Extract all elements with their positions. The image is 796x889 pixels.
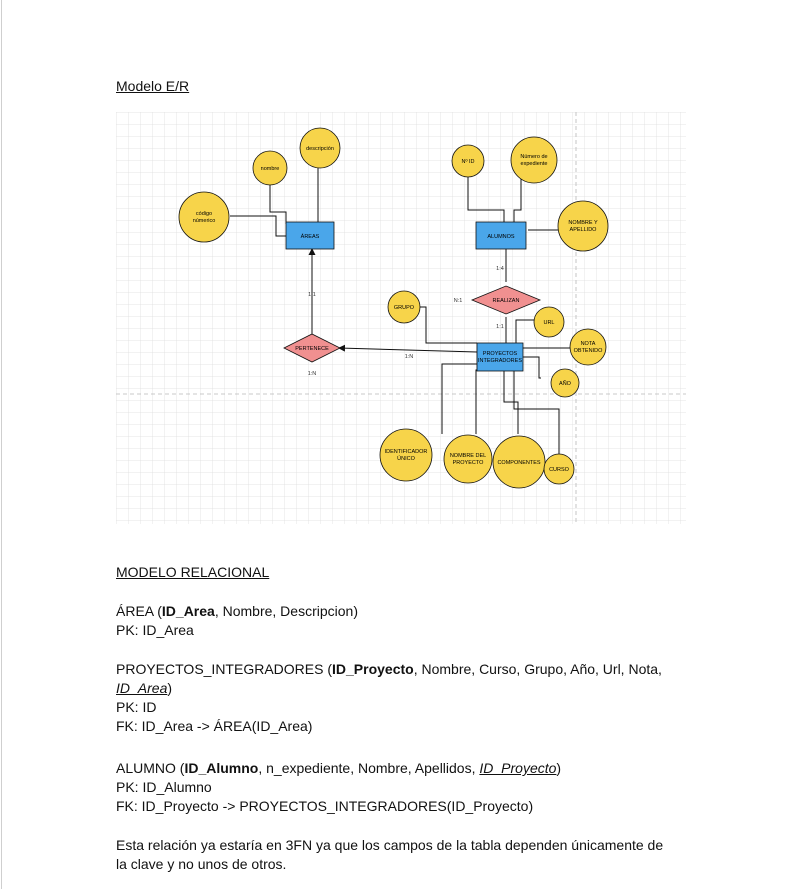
svg-text:AÑO: AÑO <box>559 380 572 387</box>
table-area: ÁREA (ID_Area, Nombre, Descripcion) PK: … <box>116 602 358 640</box>
attr-codigo: código númerico <box>178 191 230 243</box>
table-proyectos-pk: PK: ID <box>116 699 157 715</box>
svg-text:ALUMNOS: ALUMNOS <box>487 234 515 240</box>
attr-nombre: nombre <box>252 150 288 186</box>
svg-text:Número de: Número de <box>520 154 547 160</box>
attr-componentes: COMPONENTES <box>492 435 546 489</box>
er-model-heading: Modelo E/R <box>116 78 190 94</box>
svg-text:NOMBRE Y: NOMBRE Y <box>568 220 598 226</box>
card-areas-pertenece: 1:1 <box>308 292 316 298</box>
svg-text:PROYECTOS: PROYECTOS <box>483 351 518 357</box>
attr-curso: CURSO <box>543 453 575 485</box>
fk-field: ID_Proyecto <box>479 760 557 776</box>
svg-text:IDENTIFICADOR: IDENTIFICADOR <box>385 449 428 455</box>
svg-text:PERTENECE: PERTENECE <box>295 346 329 352</box>
card-pertenece-below: 1:N <box>308 371 317 377</box>
svg-text:REALIZAN: REALIZAN <box>493 298 520 304</box>
table-area-definition: ÁREA (ID_Area, Nombre, Descripcion) <box>116 603 358 619</box>
attr-url: URL <box>533 306 565 338</box>
table-alumno-pk: PK: ID_Alumno <box>116 779 212 795</box>
svg-text:ÁREAS: ÁREAS <box>301 233 320 240</box>
table-alumno-definition: ALUMNO (ID_Alumno, n_expediente, Nombre,… <box>116 760 562 776</box>
card-realizan-left: N:1 <box>454 298 463 304</box>
table-proyectos-fk: FK: ID_Area -> ÁREA(ID_Area) <box>116 718 313 734</box>
card-alumnos-realizan: 1:4 <box>496 266 504 272</box>
entity-areas: ÁREAS <box>285 221 335 250</box>
svg-text:CURSO: CURSO <box>549 467 570 473</box>
svg-text:APELLIDO: APELLIDO <box>570 227 598 233</box>
svg-text:OBTENIDO: OBTENIDO <box>574 348 603 354</box>
svg-text:GRUPO: GRUPO <box>394 305 415 311</box>
svg-text:nombre: nombre <box>261 166 280 172</box>
fk-field: ID_Area <box>116 680 168 696</box>
relational-model-heading: MODELO RELACIONAL <box>116 564 270 580</box>
table-alumno-fk: FK: ID_Proyecto -> PROYECTOS_INTEGRADORE… <box>116 798 534 814</box>
attr-n-id: Nº ID <box>451 144 485 178</box>
attr-num-expediente: Número de expediente <box>510 136 558 184</box>
attr-nombre-apellido: NOMBRE Y APELLIDO <box>557 200 609 252</box>
table-area-pk: PK: ID_Area <box>116 622 194 638</box>
svg-text:ÚNICO: ÚNICO <box>397 455 415 462</box>
attr-nombre-proyecto: NOMBRE DEL PROYECTO <box>443 434 493 484</box>
rel-realizan: REALIZAN <box>470 285 542 315</box>
page-edge <box>1 0 2 889</box>
conclusion: Esta relación ya estaría en 3FN ya que l… <box>116 837 664 872</box>
svg-text:NOTA: NOTA <box>581 341 596 347</box>
attr-descripcion: descripción <box>299 127 341 169</box>
svg-text:código: código <box>196 211 212 217</box>
svg-text:expediente: expediente <box>521 161 548 167</box>
attr-grupo: GRUPO <box>387 290 421 324</box>
svg-text:URL: URL <box>543 320 554 326</box>
rel-pertenece: PERTENECE <box>283 333 341 363</box>
svg-text:Nº ID: Nº ID <box>461 158 474 165</box>
table-proyectos: PROYECTOS_INTEGRADORES (ID_Proyecto, Nom… <box>116 661 662 734</box>
attr-nota: NOTA OBTENIDO <box>569 328 607 366</box>
svg-text:númerico: númerico <box>193 218 216 224</box>
table-alumno: ALUMNO (ID_Alumno, n_expediente, Nombre,… <box>116 759 561 816</box>
attr-identificador: IDENTIFICADOR ÚNICO <box>379 428 433 482</box>
card-realizan-proyectos: 1:1 <box>496 324 504 330</box>
svg-text:INTEGRADORES: INTEGRADORES <box>478 358 522 364</box>
entity-alumnos: ALUMNOS <box>475 221 527 250</box>
table-proyectos-definition: PROYECTOS_INTEGRADORES (ID_Proyecto, Nom… <box>116 661 662 677</box>
entity-proyectos: PROYECTOS INTEGRADORES <box>476 342 524 372</box>
svg-text:PROYECTO: PROYECTO <box>453 460 484 466</box>
svg-text:descripción: descripción <box>306 146 334 152</box>
svg-text:COMPONENTES: COMPONENTES <box>497 460 540 466</box>
svg-text:NOMBRE DEL: NOMBRE DEL <box>450 453 486 459</box>
attr-anio: AÑO <box>550 368 580 398</box>
er-diagram: nombre descripción código númerico Nº ID… <box>116 112 686 524</box>
card-pertenece-proyectos: 1:N <box>405 354 414 360</box>
connectors <box>230 168 596 457</box>
